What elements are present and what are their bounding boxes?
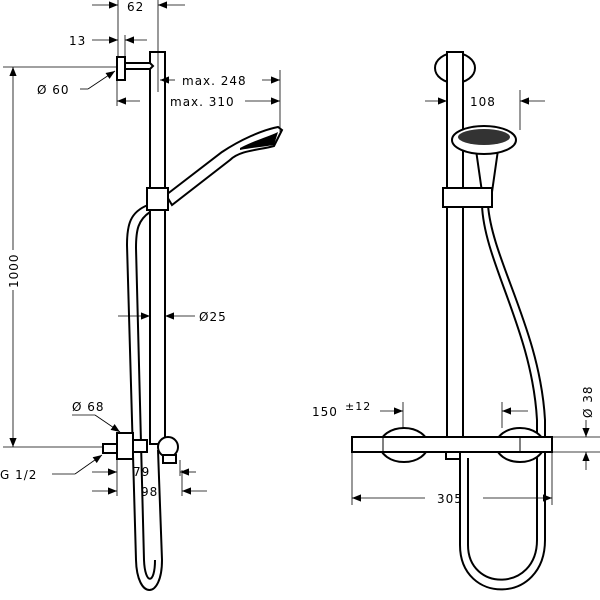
bracket-arm <box>124 62 155 70</box>
dim-tolerance: ±12 <box>345 400 371 413</box>
slider <box>442 187 493 208</box>
dim-108: 108 <box>470 95 496 109</box>
side-view: 62 13 1000 Ø 60 max. 248 max. 310 Ø25 Ø … <box>0 0 284 591</box>
dim-98: 98 <box>141 485 158 499</box>
dim-1000: 1000 <box>7 253 21 288</box>
hand-shower-handle <box>474 149 500 193</box>
thermostat-bar <box>351 436 553 453</box>
hand-shower-face <box>458 129 510 145</box>
dim-rail-diameter: Ø25 <box>199 310 227 324</box>
shower-rail <box>149 51 166 445</box>
dim-62: 62 <box>127 0 144 14</box>
hand-shower-face <box>240 132 278 150</box>
dim-bar-diameter: Ø 38 <box>581 385 595 418</box>
dim-305: 305 <box>437 492 463 506</box>
dim-150: 150 <box>312 405 338 419</box>
dim-thread: G 1/2 <box>0 468 37 482</box>
dim-bracket-diameter: Ø 60 <box>37 83 70 97</box>
front-view: 108 150 ±12 Ø 38 305 <box>312 51 600 591</box>
slider <box>146 187 169 211</box>
dim-79: 79 <box>133 465 150 479</box>
dim-13: 13 <box>69 34 86 48</box>
hose <box>459 204 546 591</box>
shower-rail <box>446 51 464 439</box>
wall-bracket <box>116 56 126 81</box>
inlet-pipe <box>102 443 118 454</box>
dim-mixer-diameter: Ø 68 <box>72 400 105 414</box>
wall-connector <box>116 432 134 460</box>
hose <box>125 204 164 591</box>
dim-max-310: max. 310 <box>170 95 235 109</box>
dim-max-248: max. 248 <box>182 74 247 88</box>
